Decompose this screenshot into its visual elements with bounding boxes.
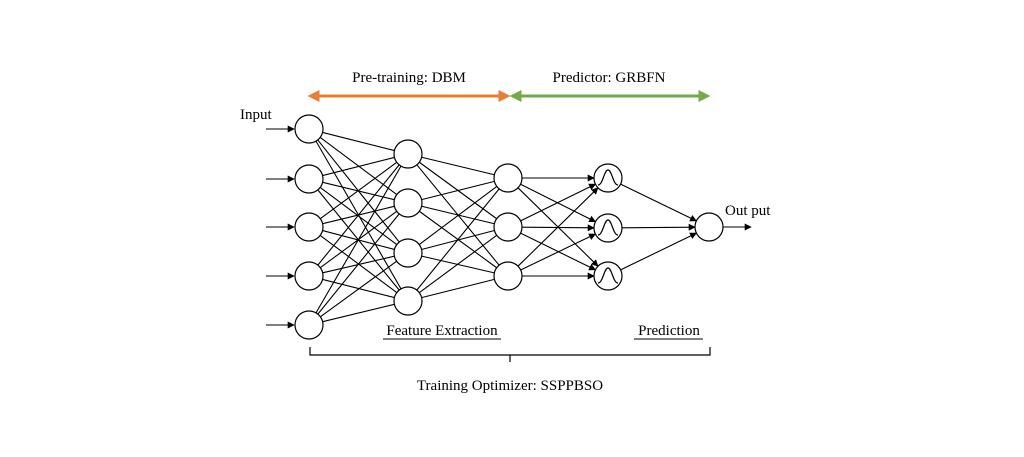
hidden-layer-1-node [393,286,423,316]
input-layer-node [294,164,324,194]
rbf-layer-node [593,261,623,291]
gaussian-curve-icon [597,169,619,186]
connection-line [418,234,498,294]
connection-line [520,233,597,271]
connection-line [319,186,398,246]
neurons [294,114,724,340]
output-label: Out put [725,203,771,219]
rbf-layer-node [593,163,623,193]
connection-line [421,156,495,176]
connection-line [319,260,398,318]
connection-line [517,187,599,267]
optimizer-bracket [309,347,711,362]
connection-line [621,223,696,231]
connection-line [416,188,500,291]
connection-line [315,165,402,314]
hidden-layer-1-node [393,238,423,268]
connection-line [322,156,395,177]
input-layer-node [294,310,324,340]
hidden-layer-2-node [493,212,523,242]
rbf-layer-node [593,213,623,243]
output-layer-node [694,212,724,242]
connection-line [322,131,395,152]
gaussian-curve-icon [597,267,619,284]
input-layer-node [294,212,324,242]
input-arrows [266,125,752,329]
connection-line [421,180,495,201]
connection-line [322,303,395,323]
connection-line [317,164,400,266]
input-label: Input [240,107,272,123]
input-layer-node [294,114,324,144]
connection-line [620,183,698,222]
feature-extraction-label: Feature Extraction [386,323,498,339]
hidden-layer-2-node [493,163,523,193]
connection-line [421,278,495,299]
connections [315,131,698,323]
connection-line [520,183,597,222]
optimizer-label: Training Optimizer: SSPPBSO [417,378,603,394]
input-layer-node [294,261,324,291]
pretraining-label: Pre-training: DBM [352,70,466,86]
hidden-layer-2-node [493,261,523,291]
connection-line [317,213,400,315]
prediction-label: Prediction [638,323,700,339]
hidden-layer-1-node [393,139,423,169]
connection-line [620,232,698,271]
gaussian-curve-icon [597,219,619,236]
connection-line [319,161,398,220]
hidden-layer-1-node [393,188,423,218]
connection-line [418,185,498,246]
predictor-label: Predictor: GRBFN [553,70,666,86]
